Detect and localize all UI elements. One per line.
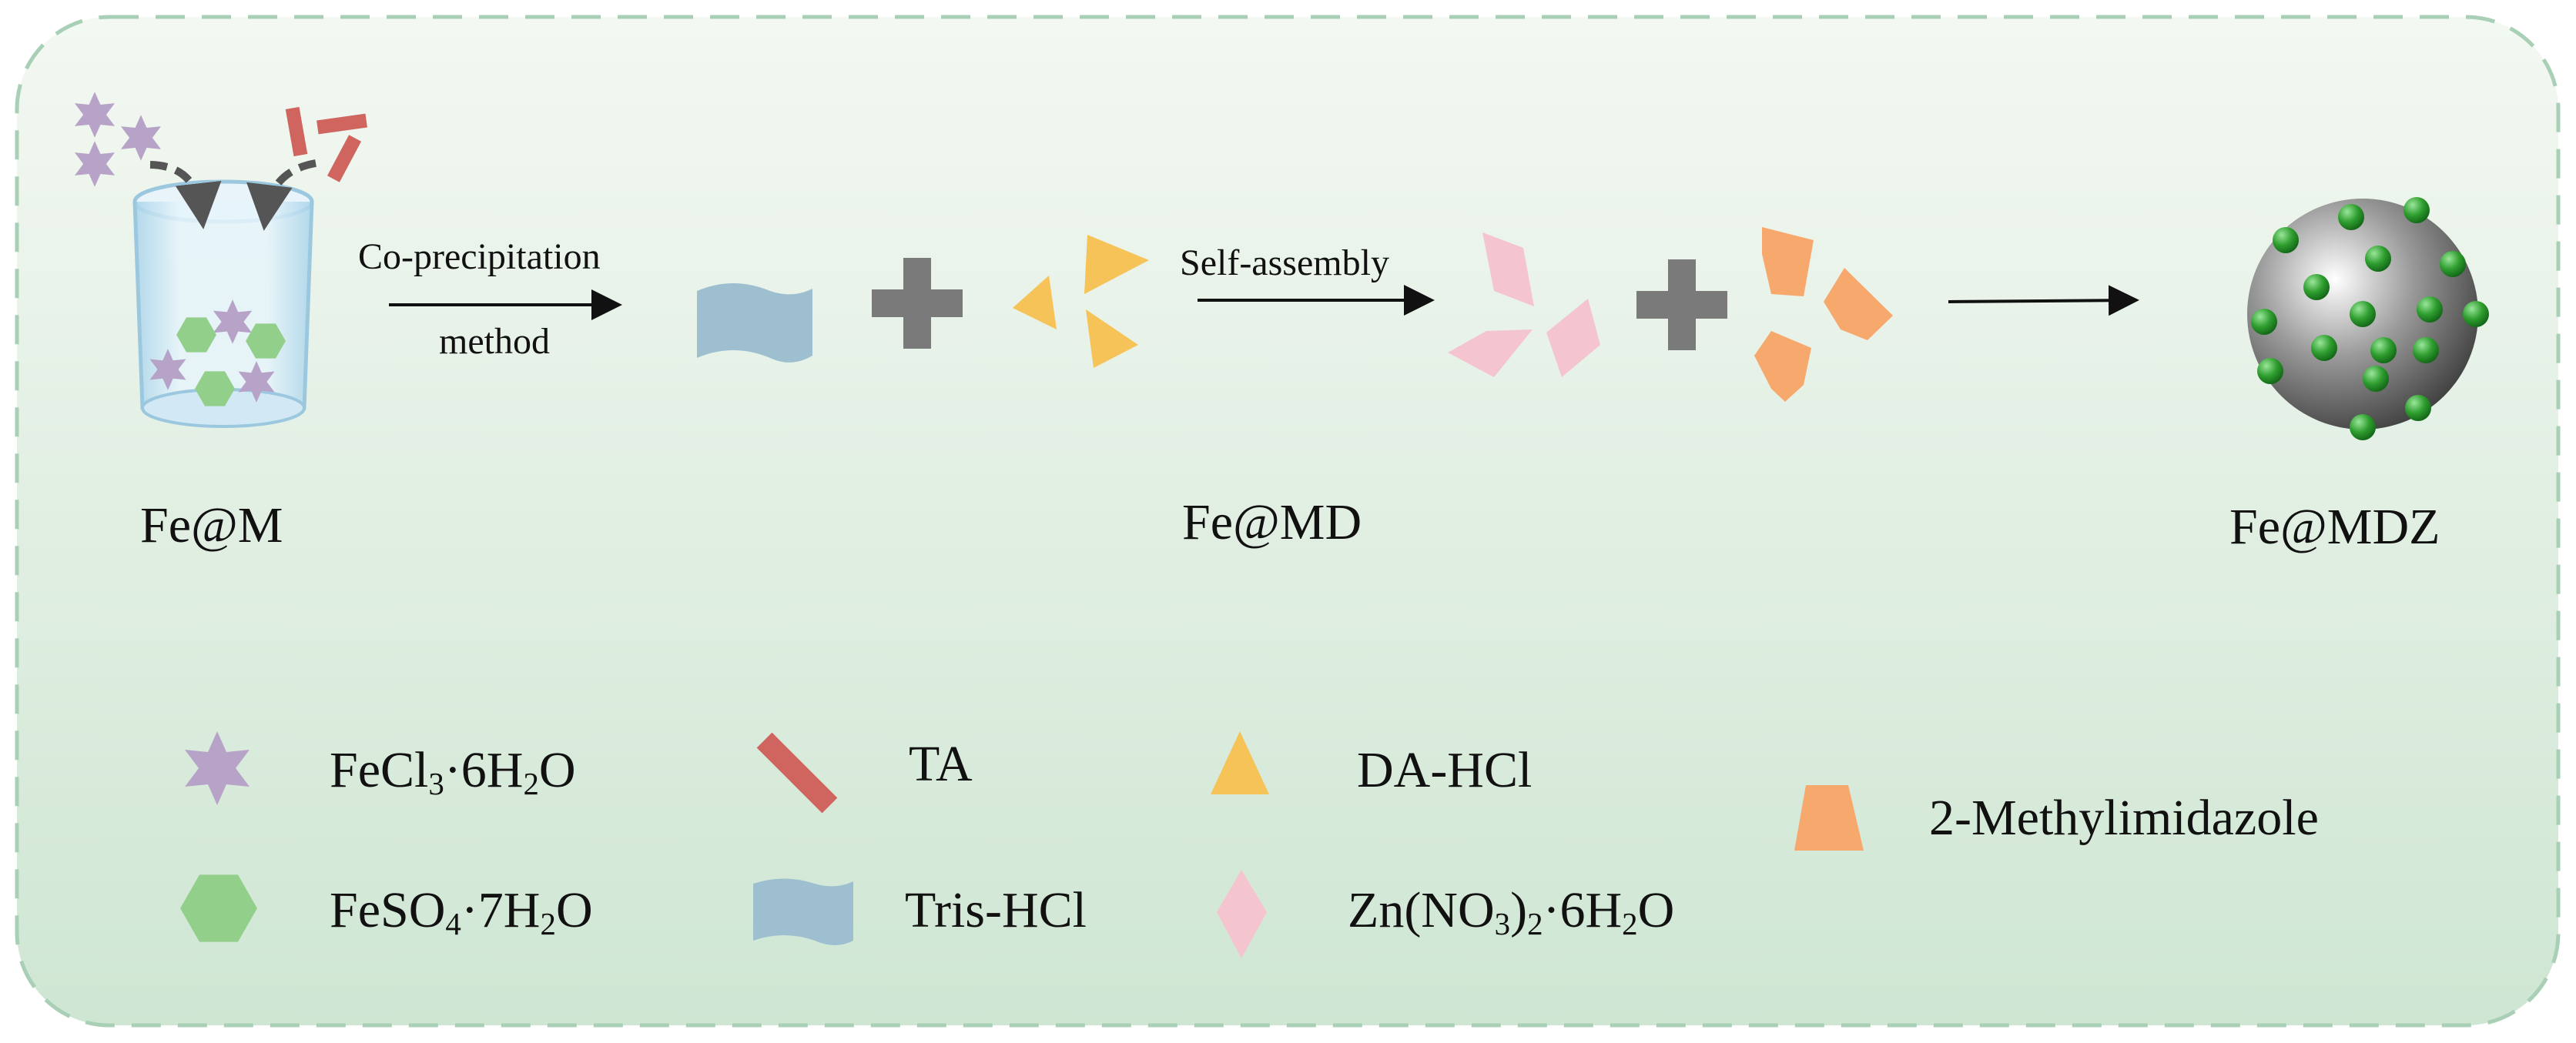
zn-nitrate-shapes — [1448, 232, 1600, 377]
step2-label: Self-assembly — [1180, 242, 1389, 283]
legend-da-icon — [1211, 731, 1269, 794]
dashed-arrow-icon — [246, 159, 317, 231]
step1-label-line2: method — [439, 321, 550, 362]
plus-icon — [1636, 259, 1727, 350]
legend-label-feso4: FeSO4·7H2O — [330, 882, 593, 942]
tris-hcl-shape — [697, 283, 812, 363]
da-hcl-triangles — [1013, 235, 1149, 368]
legend-mim-icon — [1794, 785, 1864, 851]
dashed-arrow-icon — [149, 161, 222, 229]
legend-label-tris: Tris-HCl — [905, 882, 1087, 938]
stage-label-fe-m: Fe@M — [140, 497, 283, 553]
legend-ta-icon — [756, 732, 838, 814]
fe-mdz-sphere-icon — [2247, 197, 2489, 440]
legend-label-da: DA-HCl — [1357, 742, 1533, 798]
ta-sticks-icon — [285, 106, 367, 182]
legend-label-ta: TA — [909, 736, 973, 792]
legend-label-fecl3: FeCl3·6H2O — [330, 742, 576, 802]
methylimidazole-shapes — [1754, 227, 1893, 402]
legend-label-zn: Zn(NO3)2·6H2O — [1348, 882, 1675, 942]
background-panel — [15, 15, 2561, 1028]
stage-label-fe-md: Fe@MD — [1182, 494, 1362, 550]
legend-zn-icon — [1217, 870, 1267, 958]
legend-tris-icon — [753, 878, 853, 945]
step1-label-line1: Co-precipitation — [358, 236, 601, 277]
stage-label-fe-mdz: Fe@MDZ — [2229, 499, 2440, 555]
arrow-step3 — [1948, 285, 2139, 316]
plus-icon — [872, 258, 963, 349]
legend-label-methylimidazole: 2-Methylimidazole — [1929, 790, 2319, 846]
